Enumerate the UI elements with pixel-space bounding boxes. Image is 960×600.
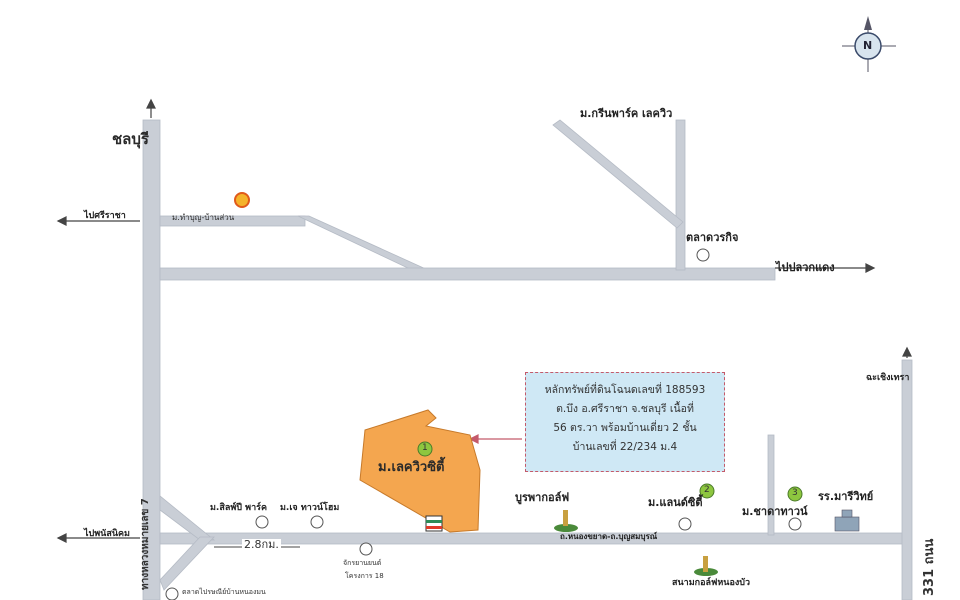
bike-shop-label: จักรยานยนต์ (343, 559, 382, 567)
bike-shop-icon (359, 542, 373, 556)
main-east-road (159, 267, 776, 281)
landcity-icon (678, 517, 692, 531)
je-townhome-label: ม.เจ ทาวน์โฮม (280, 503, 340, 513)
junction-label: ตลาดไปรษณีย์บ้านหนองมน (182, 588, 266, 596)
callout-line-3: 56 ตร.วา พร้อมบ้านเดี่ยว 2 ชั้น (553, 422, 697, 434)
siam-park-icon (255, 515, 269, 529)
highway-331-label: 331 ถนน (922, 538, 937, 596)
compass-letter: N (863, 39, 873, 52)
property-callout: หลักทรัพย์ที่ดินโฉนดเลขที่ 188593 ต.บึง … (525, 372, 725, 472)
landcity-label: ม.แลนด์ซิตี้ (648, 496, 703, 509)
marker-3-icon (787, 486, 803, 502)
marker-2-icon (699, 483, 715, 499)
je-townhome-icon (310, 515, 324, 529)
junction-icon (165, 587, 179, 600)
right-mid-direction: ไปปลวกแดง (776, 261, 835, 274)
left-bottom-direction: ไปพนัสนิคม (84, 529, 130, 539)
chonburi-label: ชลบุรี (112, 130, 149, 148)
shell-icon (234, 192, 250, 208)
golf-course-icon (694, 556, 718, 576)
callout-line-4: บ้านเลขที่ 22/234 ม.4 (572, 441, 678, 453)
junction-diag-down (159, 536, 215, 591)
seven-eleven-icon (425, 515, 443, 532)
callout-line-2: ต.บึง อ.ศรีราชา จ.ชลบุรี เนื้อที่ (556, 403, 694, 415)
market-icon (696, 248, 710, 262)
distance-label: 2.8กม. (242, 538, 281, 551)
callout-line-1: หลักทรัพย์ที่ดินโฉนดเลขที่ 188593 (544, 384, 706, 396)
school-icon (834, 509, 860, 532)
siam-park-label: ม.สิลพ์ปี พาร์ค (210, 503, 267, 513)
marker-3-number: 3 (792, 488, 798, 498)
greenpark-road (552, 119, 684, 229)
market-label: ตลาดวรกิจ (686, 231, 739, 244)
highway-331-road (901, 359, 913, 600)
property-parcel (359, 409, 481, 533)
school-label: รร.มารีวิทย์ (818, 490, 874, 503)
left-top-direction: ไปศรีราชา (84, 211, 126, 221)
chada-label: ม.ชาดาทาวน์ (742, 505, 808, 518)
property-name: ม.เลควิวซิตี้ (378, 460, 445, 475)
marker-2-number: 2 (704, 485, 710, 495)
golf-icon (554, 510, 578, 532)
market-road (675, 119, 686, 271)
road-shell (159, 215, 306, 227)
bike-shop-sub-label: โครงการ 18 (345, 572, 384, 580)
compass-rose (842, 16, 896, 72)
road-name-label: ถ.หนองขยาด-ถ.บุญสมบุรณ์ (560, 532, 658, 541)
greenpark-label: ม.กรีนพาร์ค เลควิว (580, 107, 673, 120)
golf-course-label: สนามกอล์ฟหนองบัว (672, 578, 751, 588)
side-road (767, 434, 775, 536)
right-top-direction: ฉะเชิงเทรา (866, 373, 910, 383)
marker-1-icon (417, 441, 433, 457)
diagonal-road (297, 215, 429, 271)
golf-label: บูรพากอล์ฟ (515, 491, 570, 504)
highway-7-label: ทางหลวงหมายเลข 7 (140, 498, 151, 590)
highway-7-road (142, 119, 161, 600)
shell-place-label: ม.ทำบุญ-บ้านส่วน (172, 213, 235, 222)
chada-icon (788, 517, 802, 531)
marker-1-number: 1 (422, 443, 428, 453)
